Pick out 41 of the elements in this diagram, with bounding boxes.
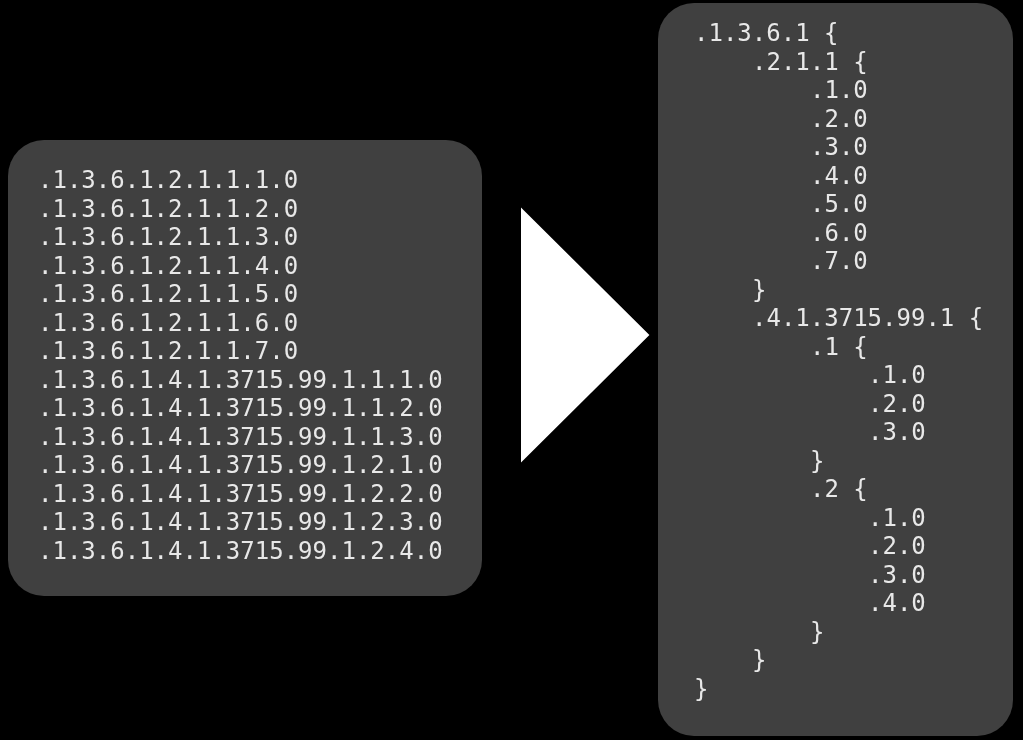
code-line: .1 { [810,332,868,361]
code-line: .1.0 [868,503,926,532]
code-line: .3.0 [868,560,926,589]
code-line: } [810,446,825,475]
code-line: .1.3.6.1.2.1.1.6.0 [38,308,299,337]
code-line: .1.3.6.1.2.1.1.2.0 [38,194,299,223]
code-panel [8,140,482,596]
code-line: } [752,646,767,675]
code-line: .2.0 [810,104,868,133]
code-line: .1.3.6.1.2.1.1.1.0 [38,166,299,195]
code-line: .2 { [810,475,868,504]
code-line: } [694,674,709,703]
code-line: .1.3.6.1.4.1.3715.99.1.1.2.0 [38,394,443,423]
code-line: .1.3.6.1.4.1.3715.99.1.1.1.0 [38,365,443,394]
code-line: .6.0 [810,218,868,247]
code-line: .3.0 [868,418,926,447]
code-line: } [810,617,825,646]
code-line: .1.3.6.1.2.1.1.5.0 [38,280,299,309]
code-line: .1.3.6.1.4.1.3715.99.1.2.1.0 [38,451,443,480]
arrow [521,207,650,463]
code-line: .4.0 [810,161,868,190]
code-line: .1.3.6.1.2.1.1.7.0 [38,337,299,366]
code-line: } [752,275,767,304]
code-panel [658,3,1013,736]
code-line: .1.3.6.1 { [694,19,839,48]
code-line: .4.1.3715.99.1 { [752,304,984,333]
code-line: .1.3.6.1.4.1.3715.99.1.2.3.0 [38,508,443,537]
code-line: .5.0 [810,190,868,219]
code-line: .1.3.6.1.4.1.3715.99.1.1.3.0 [38,422,443,451]
code-line: .2.0 [868,389,926,418]
code-line: .1.3.6.1.4.1.3715.99.1.2.4.0 [38,536,443,565]
code-line: .1.3.6.1.2.1.1.4.0 [38,251,299,280]
code-line: .1.3.6.1.2.1.1.3.0 [38,223,299,252]
code-line: .2.0 [868,532,926,561]
code-line: .1.3.6.1.4.1.3715.99.1.2.2.0 [38,479,443,508]
code-line: .3.0 [810,133,868,162]
code-line: .1.0 [810,76,868,105]
code-line: .7.0 [810,247,868,276]
code-line: .4.0 [868,589,926,618]
code-line: .1.0 [868,361,926,390]
code-line: .2.1.1 { [752,47,868,76]
